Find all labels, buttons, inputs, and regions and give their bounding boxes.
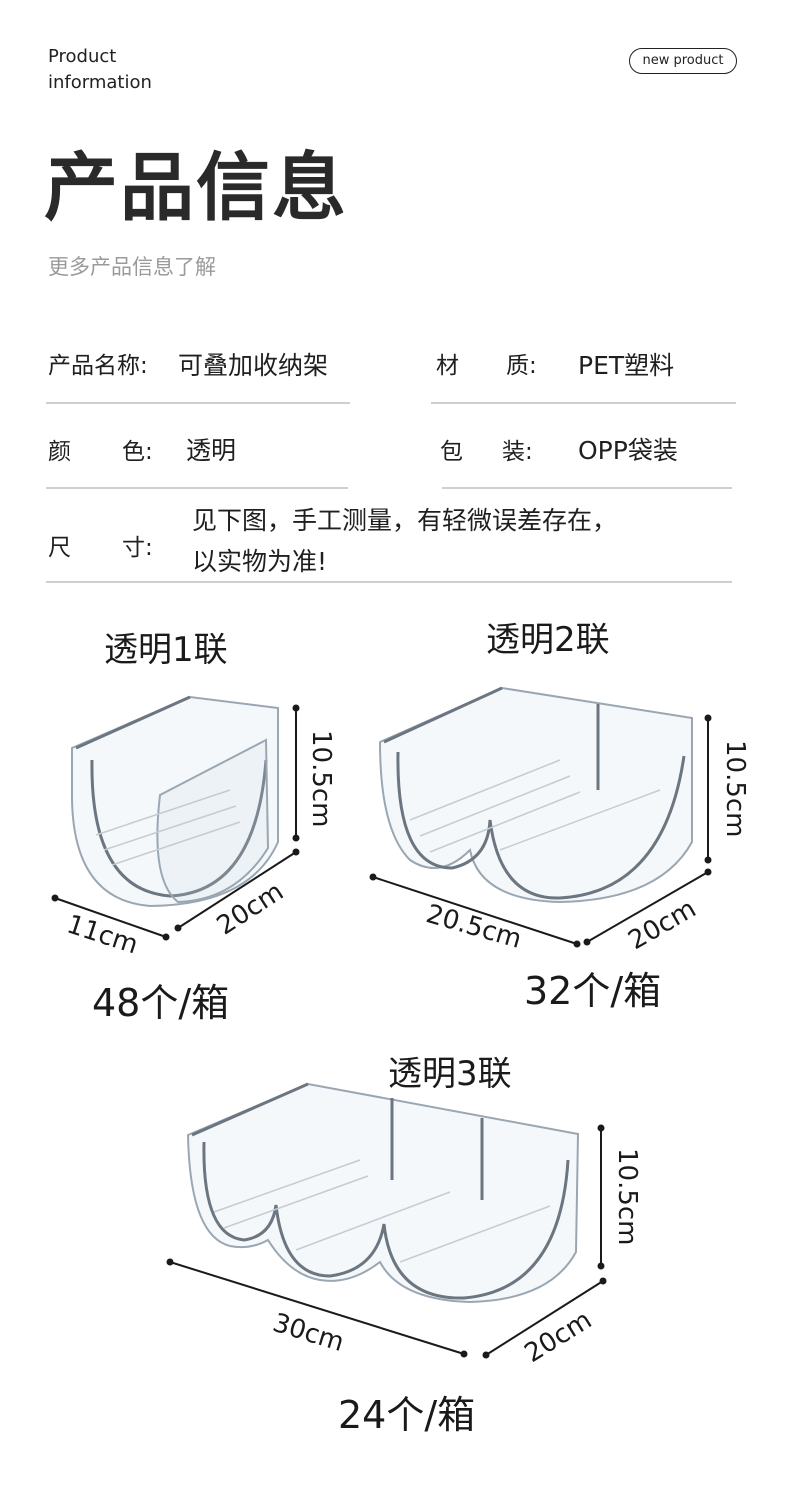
brand-line-1: Product — [48, 46, 117, 67]
variant-2-height-dimension — [704, 714, 712, 864]
spec-size-value-line-2: 以实物为准! — [192, 547, 328, 576]
variant-1-height-dimension — [292, 704, 300, 842]
variant-3-title: 透明3联 — [388, 1054, 512, 1094]
brand-english-title: Product information — [48, 44, 152, 96]
spec-size-label-2: 寸: — [122, 535, 153, 561]
spec-divider — [46, 402, 350, 404]
spec-divider — [431, 402, 736, 404]
variant-3-width-dimension — [166, 1258, 468, 1358]
variant-3-shelf-image — [186, 1082, 580, 1304]
variant-3-height-dimension — [597, 1124, 605, 1270]
spec-size-label-1: 尺 — [48, 535, 71, 561]
variant-1-count: 48个/箱 — [92, 981, 230, 1025]
spec-color-value: 透明 — [186, 436, 237, 465]
spec-divider — [442, 487, 732, 489]
page-subtitle: 更多产品信息了解 — [48, 255, 216, 279]
spec-package-value: OPP袋装 — [578, 436, 678, 465]
variant-1-shelf-image — [71, 695, 279, 908]
variant-2-count: 32个/箱 — [524, 969, 662, 1013]
spec-material-value: PET塑料 — [578, 351, 675, 380]
variant-2-shelf-image — [378, 686, 693, 904]
spec-name-label: 产品名称: — [48, 353, 148, 379]
variant-1-depth-dimension — [174, 848, 300, 932]
spec-material-label-1: 材 — [436, 353, 459, 379]
variant-1-width-dimension — [51, 894, 170, 941]
spec-size-value-line-1: 见下图，手工测量，有轻微误差存在， — [192, 506, 618, 535]
new-product-badge: new product — [629, 48, 737, 74]
spec-color-label-2: 色: — [122, 439, 153, 465]
spec-color-label-1: 颜 — [48, 439, 71, 465]
variant-3-depth-dimension — [482, 1277, 607, 1359]
spec-package-label-1: 包 — [440, 439, 463, 465]
spec-divider — [46, 581, 732, 583]
variant-3-count: 24个/箱 — [338, 1393, 476, 1437]
variant-2-title: 透明2联 — [486, 620, 610, 660]
spec-material-label-2: 质: — [506, 353, 537, 379]
spec-divider — [46, 487, 348, 489]
spec-name-value: 可叠加收纳架 — [178, 351, 329, 380]
variant-3-height-label: 10.5cm — [612, 1148, 642, 1246]
variant-1-title: 透明1联 — [104, 630, 228, 670]
variant-2-depth-dimension — [583, 868, 712, 946]
variant-2-width-dimension — [369, 873, 581, 948]
brand-line-2: information — [48, 72, 152, 93]
spec-package-label-2: 装: — [502, 439, 533, 465]
page-title: 产品信息 — [44, 145, 348, 231]
